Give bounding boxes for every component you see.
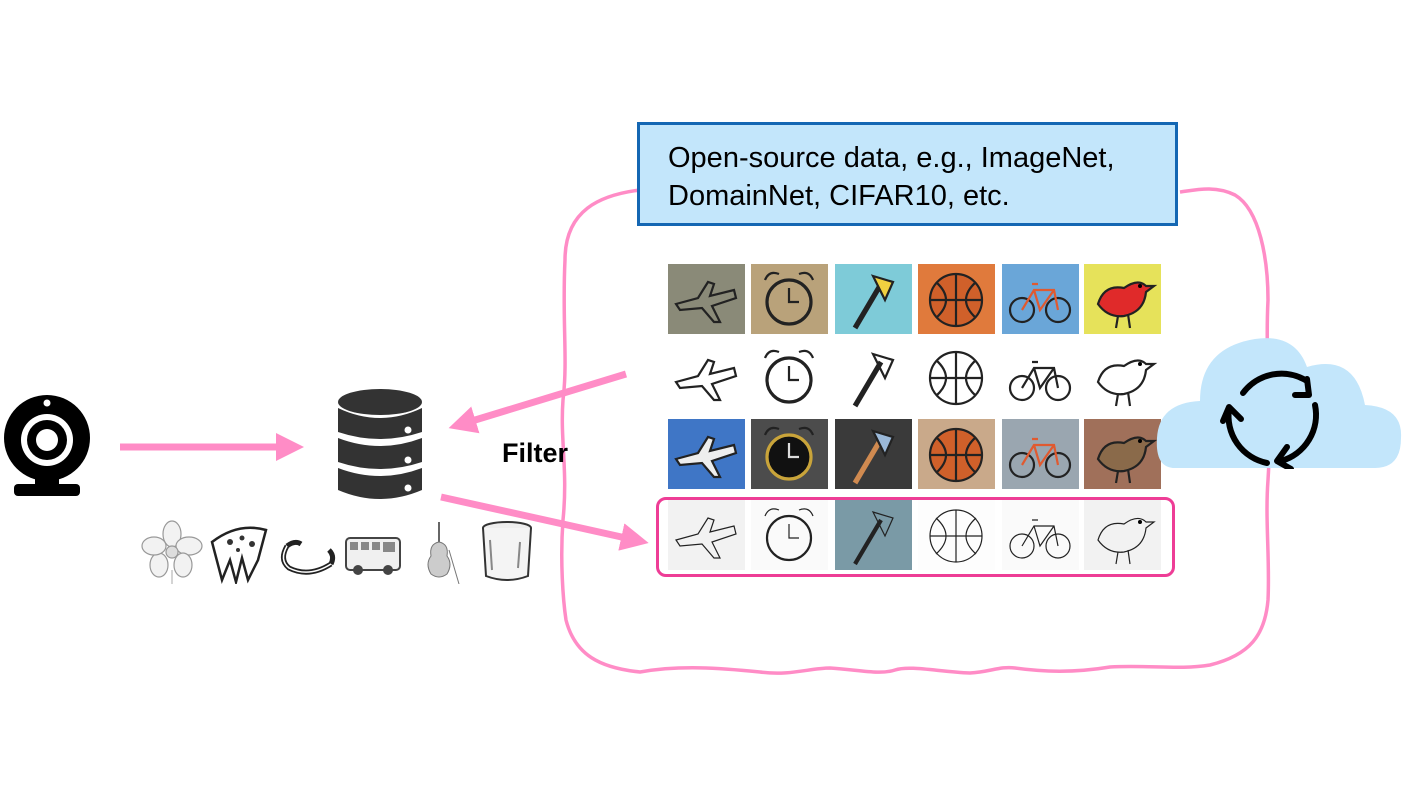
client-sample-flower: [141, 520, 203, 584]
filtered-row-highlight: [656, 497, 1175, 577]
client-sample-bus: [342, 520, 404, 584]
grid-image-painting-axe: [835, 264, 912, 334]
grid-image-quickdraw-bicycle: [1002, 342, 1079, 412]
grid-image-quickdraw-airplane: [668, 342, 745, 412]
grid-image-quickdraw-bird: [1084, 342, 1161, 412]
grid-image-real-bicycle: [1002, 419, 1079, 489]
cloud-sync-icon: [1156, 338, 1402, 469]
source-box-line-2: DomainNet, CIFAR10, etc.: [668, 180, 1010, 212]
grid-image-sketch-axe: [835, 500, 912, 570]
database-icon: [338, 389, 422, 499]
grid-image-real-axe: [835, 419, 912, 489]
client-sample-pizza: [208, 520, 270, 584]
grid-image-painting-airplane: [668, 264, 745, 334]
grid-image-real-bird: [1084, 419, 1161, 489]
grid-image-sketch-bicycle: [1002, 500, 1079, 570]
grid-image-sketch-alarm-clock: [751, 500, 828, 570]
grid-image-quickdraw-basketball: [918, 342, 995, 412]
client-sample-violin: [409, 520, 471, 584]
filter-label: Filter: [502, 438, 569, 468]
open-source-data-box: Open-source data, e.g., ImageNet, Domain…: [637, 122, 1178, 226]
grid-image-quickdraw-alarm-clock: [751, 342, 828, 412]
grid-image-sketch-airplane: [668, 500, 745, 570]
grid-image-painting-basketball: [918, 264, 995, 334]
webcam-icon: [4, 395, 90, 496]
grid-image-real-airplane: [668, 419, 745, 489]
grid-image-quickdraw-axe: [835, 342, 912, 412]
grid-image-real-alarm-clock: [751, 419, 828, 489]
grid-image-painting-alarm-clock: [751, 264, 828, 334]
retrieve-arrow: [448, 370, 628, 434]
client-sample-bracelet: [275, 520, 337, 584]
grid-image-real-basketball: [918, 419, 995, 489]
client-sample-bucket: [476, 520, 538, 584]
grid-image-painting-bird: [1084, 264, 1161, 334]
grid-image-sketch-bird: [1084, 500, 1161, 570]
grid-image-painting-bicycle: [1002, 264, 1079, 334]
grid-image-sketch-basketball: [918, 500, 995, 570]
filter-arrow: [440, 493, 649, 551]
source-box-line-1: Open-source data, e.g., ImageNet,: [668, 142, 1115, 174]
